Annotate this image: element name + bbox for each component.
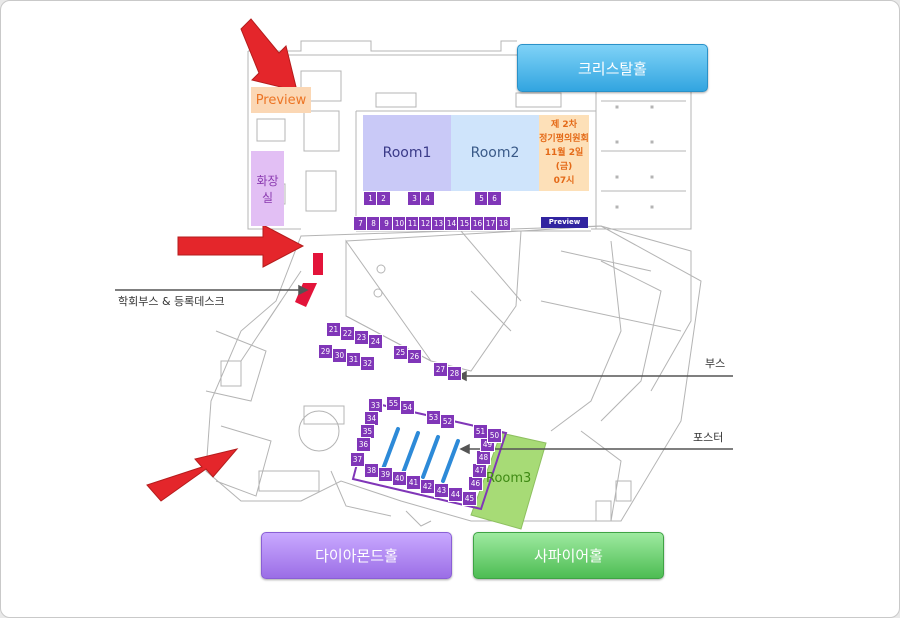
meeting-room: 제 2차 정기평의원회 11월 2일(금) 07시 <box>539 115 589 191</box>
meeting-line: 정기평의원회 <box>539 134 589 144</box>
booth: 6 <box>487 191 502 206</box>
toilet-area: 화장실 <box>251 151 284 226</box>
booth: 24 <box>368 334 383 349</box>
booth: 26 <box>407 349 422 364</box>
booth: 31 <box>346 352 361 367</box>
booth: 28 <box>447 366 462 381</box>
booth: 7 <box>353 216 368 231</box>
meeting-line: 제 2차 <box>551 120 577 130</box>
booth: 32 <box>360 356 375 371</box>
booth: 27 <box>433 362 448 377</box>
booth: 38 <box>364 463 379 478</box>
booth: 42 <box>420 479 435 494</box>
booth: 21 <box>326 322 341 337</box>
booth: 29 <box>318 344 333 359</box>
poster-label: 포스터 <box>693 431 724 444</box>
meeting-line: 11월 2일(금) <box>544 148 584 172</box>
booth-label: 부스 <box>705 357 726 370</box>
booth: 13 <box>431 216 446 231</box>
booth: 30 <box>332 348 347 363</box>
booth: 54 <box>400 400 415 415</box>
booth: 51 <box>473 424 488 439</box>
booth: 23 <box>354 330 369 345</box>
booth: 16 <box>470 216 485 231</box>
room2: Room2 <box>451 115 539 191</box>
booth: 40 <box>392 471 407 486</box>
booth: 45 <box>462 491 477 506</box>
booth: 48 <box>476 450 491 465</box>
booth: 37 <box>350 452 365 467</box>
booth: 9 <box>379 216 394 231</box>
booth: 11 <box>405 216 420 231</box>
booth: 14 <box>444 216 459 231</box>
booth: 39 <box>378 467 393 482</box>
booth: 18 <box>496 216 511 231</box>
booth: 33 <box>368 398 383 413</box>
booth: 47 <box>472 463 487 478</box>
meeting-line: 07시 <box>553 176 575 186</box>
preview-tag: Preview <box>541 217 588 228</box>
booth: 43 <box>434 483 449 498</box>
registration-desk-label: 학회부스 & 등록데스크 <box>118 295 225 308</box>
room1: Room1 <box>363 115 451 191</box>
booth: 44 <box>448 487 463 502</box>
booth: 53 <box>426 410 441 425</box>
arrow-entrance <box>146 448 239 502</box>
sapphire-hall-button[interactable]: 사파이어홀 <box>473 532 664 579</box>
booth: 55 <box>386 396 401 411</box>
booth: 3 <box>407 191 422 206</box>
booth: 17 <box>483 216 498 231</box>
booth: 52 <box>440 414 455 429</box>
booth: 5 <box>474 191 489 206</box>
room3-label: Room3 <box>486 471 532 486</box>
booth: 41 <box>406 475 421 490</box>
arrow-preview <box>240 18 298 92</box>
booth: 36 <box>356 437 371 452</box>
booth: 4 <box>420 191 435 206</box>
crystal-hall-button[interactable]: 크리스탈홀 <box>517 44 708 92</box>
preview-area: Preview <box>251 87 311 113</box>
booth: 22 <box>340 326 355 341</box>
booth: 1 <box>363 191 378 206</box>
booth: 8 <box>366 216 381 231</box>
booth: 2 <box>376 191 391 206</box>
booth: 10 <box>392 216 407 231</box>
poster-boards <box>383 429 458 481</box>
booth: 25 <box>393 345 408 360</box>
diamond-hall-button[interactable]: 다이아몬드홀 <box>261 532 452 579</box>
booth: 15 <box>457 216 472 231</box>
registration-desk <box>313 253 323 275</box>
booth: 46 <box>468 476 483 491</box>
booth: 12 <box>418 216 433 231</box>
booth: 35 <box>360 424 375 439</box>
booth: 50 <box>487 428 502 443</box>
arrow-desk <box>177 224 305 268</box>
booth: 34 <box>364 411 379 426</box>
